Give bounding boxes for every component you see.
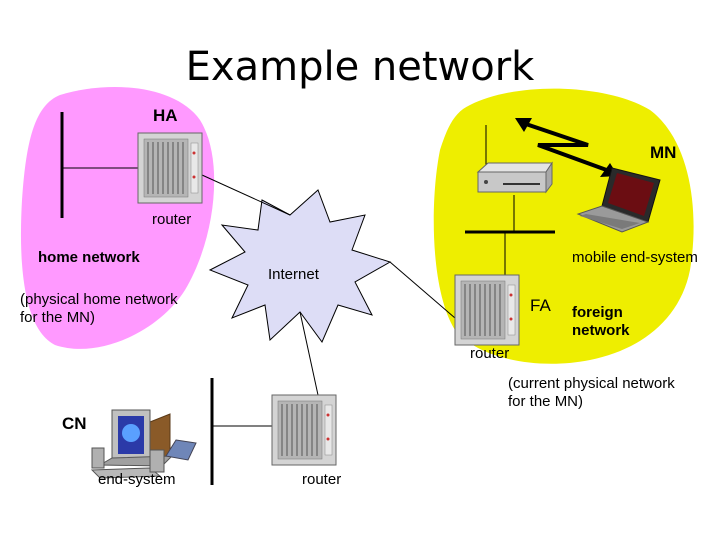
mn-label: MN bbox=[650, 143, 677, 162]
router-label-bottom: router bbox=[302, 471, 342, 488]
router-label-home: router bbox=[152, 211, 192, 228]
home-network-label: home network bbox=[38, 249, 140, 266]
fa-label: FA bbox=[530, 296, 551, 315]
current-physical-network-label: (current physical network for the MN) bbox=[508, 375, 675, 410]
link-internet-cn-router bbox=[299, 311, 319, 396]
internet-label: Internet bbox=[268, 266, 319, 283]
foreign-network-label: foreign network bbox=[572, 304, 630, 339]
link-ha-internet bbox=[201, 174, 291, 216]
cn-label: CN bbox=[62, 414, 87, 433]
router-rack-icon bbox=[454, 274, 520, 346]
link-internet-fa bbox=[389, 261, 456, 319]
router-rack-icon bbox=[271, 394, 337, 466]
router-rack-icon bbox=[137, 132, 203, 204]
end-system-label: end-system bbox=[98, 471, 176, 488]
ha-label: HA bbox=[153, 106, 178, 125]
laptop-icon bbox=[576, 167, 661, 233]
page-title: Example network bbox=[185, 44, 535, 90]
internet-cloud bbox=[208, 189, 392, 343]
mobile-end-system-label: mobile end-system bbox=[572, 249, 698, 266]
physical-home-network-label: (physical home network for the MN) bbox=[20, 291, 178, 326]
desktop-router-icon bbox=[476, 161, 553, 194]
router-label-foreign: router bbox=[470, 345, 510, 362]
computer-icon bbox=[90, 409, 197, 479]
